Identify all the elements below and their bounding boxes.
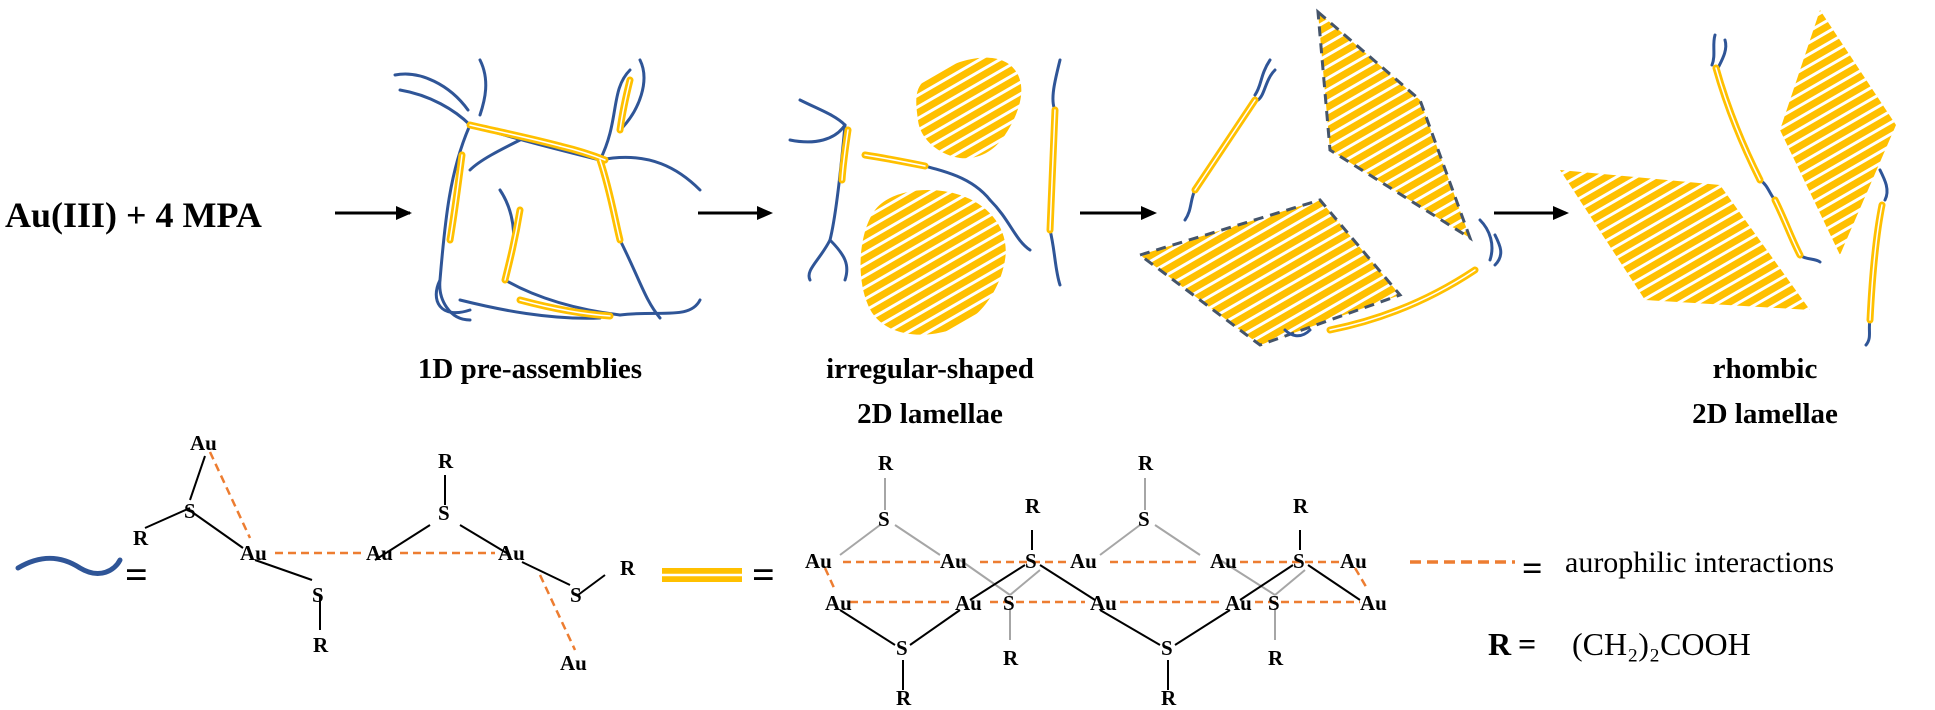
legend-r-definition: R = (CH₂)₂COOH (1488, 626, 1751, 662)
atom-r: R (1293, 494, 1309, 518)
atom-au: Au (190, 431, 217, 455)
atom-r: R (1025, 494, 1041, 518)
atom-s: S (1161, 636, 1173, 660)
atom-au: Au (1210, 549, 1237, 573)
reactants-label: Au(III) + 4 MPA (5, 195, 262, 235)
arrow-1 (335, 206, 412, 220)
atom-s: S (312, 583, 324, 607)
atom-au: Au (560, 651, 587, 675)
arrow-3 (1080, 206, 1157, 220)
legend-aurophilic-text: aurophilic interactions (1565, 546, 1834, 579)
atom-au: Au (240, 541, 267, 565)
atom-au: Au (825, 591, 852, 615)
atom-s: S (1003, 591, 1015, 615)
atom-r: R (620, 556, 636, 580)
atom-r: R (1138, 451, 1154, 475)
legend-aurophilic: = aurophilic interactions (1410, 546, 1834, 588)
atom-r: R (878, 451, 894, 475)
lamella-equals-sign: = (752, 552, 775, 597)
rhomb-lamella-left (1560, 170, 1810, 310)
irregular-lamella-bottom (860, 190, 1006, 335)
lamella-symbol-icon (662, 568, 742, 582)
atom-r: R (1003, 646, 1019, 670)
stage2-assembly (788, 57, 1062, 335)
atom-au: Au (1340, 549, 1367, 573)
arrow-2 (698, 206, 773, 220)
atom-au: Au (1090, 591, 1117, 615)
arrow-4 (1494, 206, 1569, 220)
legend-r-formula: (CH₂)₂COOH (1572, 626, 1751, 662)
atom-au: Au (1225, 591, 1252, 615)
atom-au: Au (940, 549, 967, 573)
chain-symbol-icon (15, 555, 123, 576)
atom-r: R (438, 449, 454, 473)
atom-s: S (438, 501, 450, 525)
chain-1d-structure: Au S R Au S R Au S R Au S R Au (133, 431, 636, 675)
atom-s: S (1268, 591, 1280, 615)
atom-r: R (1161, 686, 1177, 710)
irregular-lamella-top (916, 57, 1022, 159)
atom-s: S (1138, 507, 1150, 531)
atom-r: R (313, 633, 329, 657)
atom-s: S (184, 499, 196, 523)
atom-au: Au (366, 541, 393, 565)
atom-s: S (570, 583, 582, 607)
rhomb-lamella-top (1780, 10, 1896, 255)
atom-au: Au (1360, 591, 1387, 615)
legend-r-symbol: R (1488, 626, 1512, 662)
lamella-2d-structure: R S R S R S R S Au Au Au Au Au Au Au S A… (805, 451, 1387, 710)
atom-au: Au (1070, 549, 1097, 573)
stage3-assembly (1136, 8, 1503, 347)
stage4-label-line1: rhombic (1713, 353, 1818, 385)
chain-equals-sign: = (125, 552, 148, 597)
stage1-label: 1D pre-assemblies (418, 353, 642, 385)
legend-aurophilic-equals: = (1522, 548, 1543, 588)
atom-s: S (878, 507, 890, 531)
legend-r-equals: = (1518, 626, 1536, 662)
atom-au: Au (955, 591, 982, 615)
stage2-label-line1: irregular-shaped (826, 353, 1034, 385)
atom-s: S (896, 636, 908, 660)
atom-r: R (1268, 646, 1284, 670)
atom-r: R (896, 686, 912, 710)
stage1-network (393, 58, 702, 322)
stage4-label-line2: 2D lamellae (1692, 398, 1838, 430)
stage4-assembly (1560, 10, 1896, 347)
atom-s: S (1293, 549, 1305, 573)
forming-rhomb-bottom (1140, 200, 1400, 345)
forming-rhomb-top (1318, 12, 1470, 238)
atom-au: Au (498, 541, 525, 565)
stage2-label-line2: 2D lamellae (857, 398, 1003, 430)
atom-r: R (133, 526, 149, 550)
atom-s: S (1025, 549, 1037, 573)
atom-au: Au (805, 549, 832, 573)
